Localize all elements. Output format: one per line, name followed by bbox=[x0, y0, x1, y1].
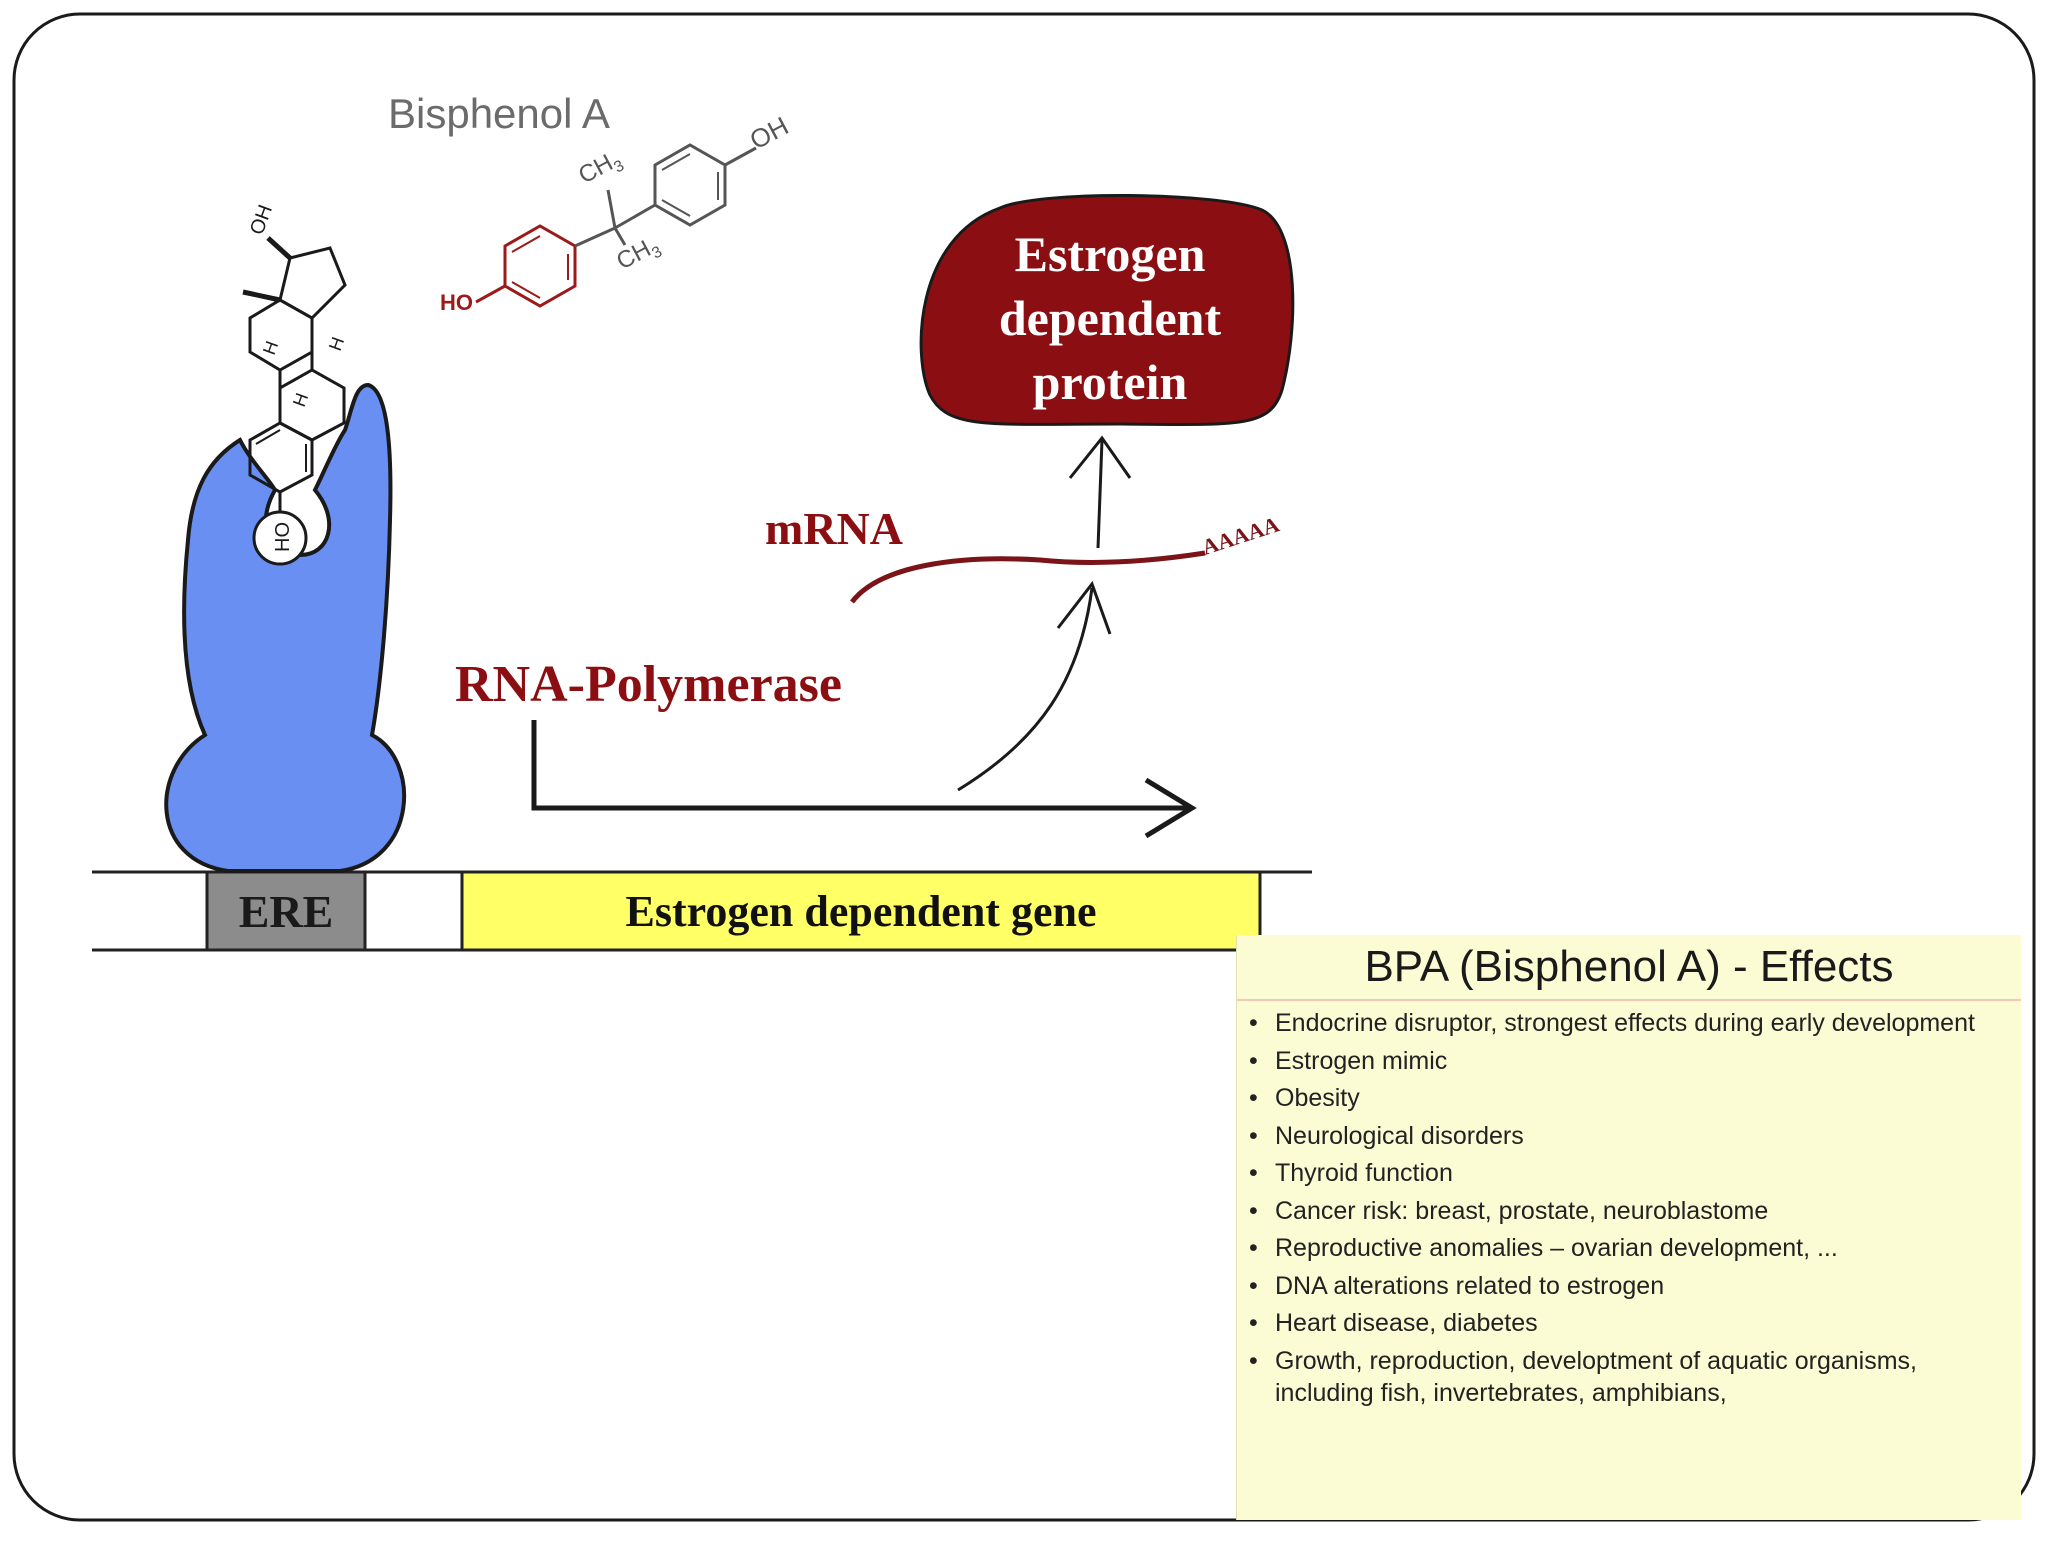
mrna-strand bbox=[850, 550, 1206, 604]
bisphenol-a-structure-icon bbox=[475, 143, 757, 308]
estrogen-dependent-protein-shape bbox=[919, 193, 1295, 426]
effects-item-text: Endocrine disruptor, strongest effects d… bbox=[1275, 1009, 1975, 1037]
effects-list-item: • Cancer risk: breast, prostate, neurobla… bbox=[1249, 1195, 2009, 1227]
estradiol-h-label-1: H bbox=[259, 338, 282, 357]
effects-item-text: Estrogen mimic bbox=[1275, 1046, 1448, 1075]
protein-label: Estrogen dependent protein bbox=[930, 222, 1290, 414]
bisphenol-a-title: Bisphenol A bbox=[388, 90, 610, 137]
bullet-icon: • bbox=[1249, 1159, 1258, 1187]
effects-item-text: Cancer risk: breast, prostate, neuroblas… bbox=[1275, 1196, 1769, 1225]
effects-item-text: Heart disease, diabetes bbox=[1275, 1309, 1538, 1337]
arrow-to-protein-head bbox=[1068, 435, 1132, 479]
effects-list-item: • Endocrine disruptor, strongest effects … bbox=[1249, 1007, 2009, 1039]
polya-tail: AAAAA bbox=[1199, 511, 1282, 559]
bpa-ch3-top: CH3 bbox=[574, 145, 627, 193]
protein-label-line: Estrogen bbox=[1014, 226, 1206, 282]
effects-item-text: Thyroid function bbox=[1275, 1159, 1453, 1187]
estradiol-structure-icon bbox=[242, 236, 347, 566]
bullet-icon: • bbox=[1249, 1046, 1258, 1075]
effects-list-item: • Heart disease, diabetes bbox=[1249, 1307, 2009, 1339]
arrow-to-protein bbox=[1096, 439, 1104, 549]
effects-item-text: Obesity bbox=[1275, 1084, 1360, 1112]
effects-list-item: • DNA alterations related to estrogen bbox=[1249, 1270, 2009, 1302]
estradiol-ho-bottom: HO bbox=[272, 522, 294, 552]
effects-item-text: DNA alterations related to estrogen bbox=[1275, 1271, 1665, 1300]
bullet-icon: • bbox=[1249, 1309, 1258, 1337]
bullet-icon: • bbox=[1249, 1009, 1258, 1037]
slide-border bbox=[12, 12, 2036, 1522]
rna-polymerase-arrow-head bbox=[1144, 777, 1197, 839]
effects-list-item: • Reproductive anomalies – ovarian develo… bbox=[1249, 1232, 2009, 1264]
effects-list-item: • Neurological disorders bbox=[1249, 1120, 2009, 1152]
transcription-arrow-head bbox=[1056, 580, 1112, 635]
bullet-icon: • bbox=[1249, 1084, 1258, 1112]
effects-list-item: • Obesity bbox=[1249, 1082, 2009, 1114]
effects-panel-title: BPA (Bisphenol A) - Effects bbox=[1237, 935, 2021, 1001]
transcription-arrow bbox=[957, 587, 1094, 792]
estradiol-oh-top: OH bbox=[246, 202, 277, 238]
bpa-ho-left: HO bbox=[440, 290, 473, 315]
protein-label-line: dependent bbox=[998, 290, 1222, 346]
bullet-icon: • bbox=[1249, 1196, 1258, 1225]
effects-list-item: • Thyroid function bbox=[1249, 1157, 2009, 1189]
gene-box bbox=[460, 870, 1262, 952]
effects-list: • Endocrine disruptor, strongest effects … bbox=[1249, 1007, 2009, 1414]
effects-item-text: Growth, reproduction, developtment of aq… bbox=[1275, 1346, 1918, 1407]
gene-label: Estrogen dependent gene bbox=[625, 887, 1097, 936]
bullet-icon: • bbox=[1249, 1271, 1258, 1300]
rna-polymerase-arrow bbox=[531, 720, 1192, 811]
estradiol-h-label-2: H bbox=[289, 390, 312, 409]
bullet-icon: • bbox=[1249, 1234, 1258, 1262]
effects-list-item: • Growth, reproduction, developtment of a… bbox=[1249, 1345, 2009, 1409]
rna-polymerase-label: RNA-Polymerase bbox=[455, 656, 842, 713]
mrna-label: mRNA bbox=[765, 503, 903, 554]
ere-box bbox=[205, 870, 367, 952]
estradiol-h-label-3: H bbox=[325, 334, 348, 353]
effects-item-text: Reproductive anomalies – ovarian develop… bbox=[1275, 1234, 1838, 1262]
effects-list-item: • Estrogen mimic bbox=[1249, 1045, 2009, 1077]
protein-label-line: protein bbox=[1032, 354, 1188, 410]
bullet-icon: • bbox=[1249, 1346, 1258, 1375]
bullet-icon: • bbox=[1249, 1121, 1258, 1150]
bpa-effects-panel: BPA (Bisphenol A) - Effects • Endocrine d… bbox=[1236, 935, 2021, 1520]
effects-item-text: Neurological disorders bbox=[1275, 1121, 1524, 1150]
estrogen-receptor-shape bbox=[164, 382, 407, 873]
ere-label: ERE bbox=[238, 886, 334, 937]
